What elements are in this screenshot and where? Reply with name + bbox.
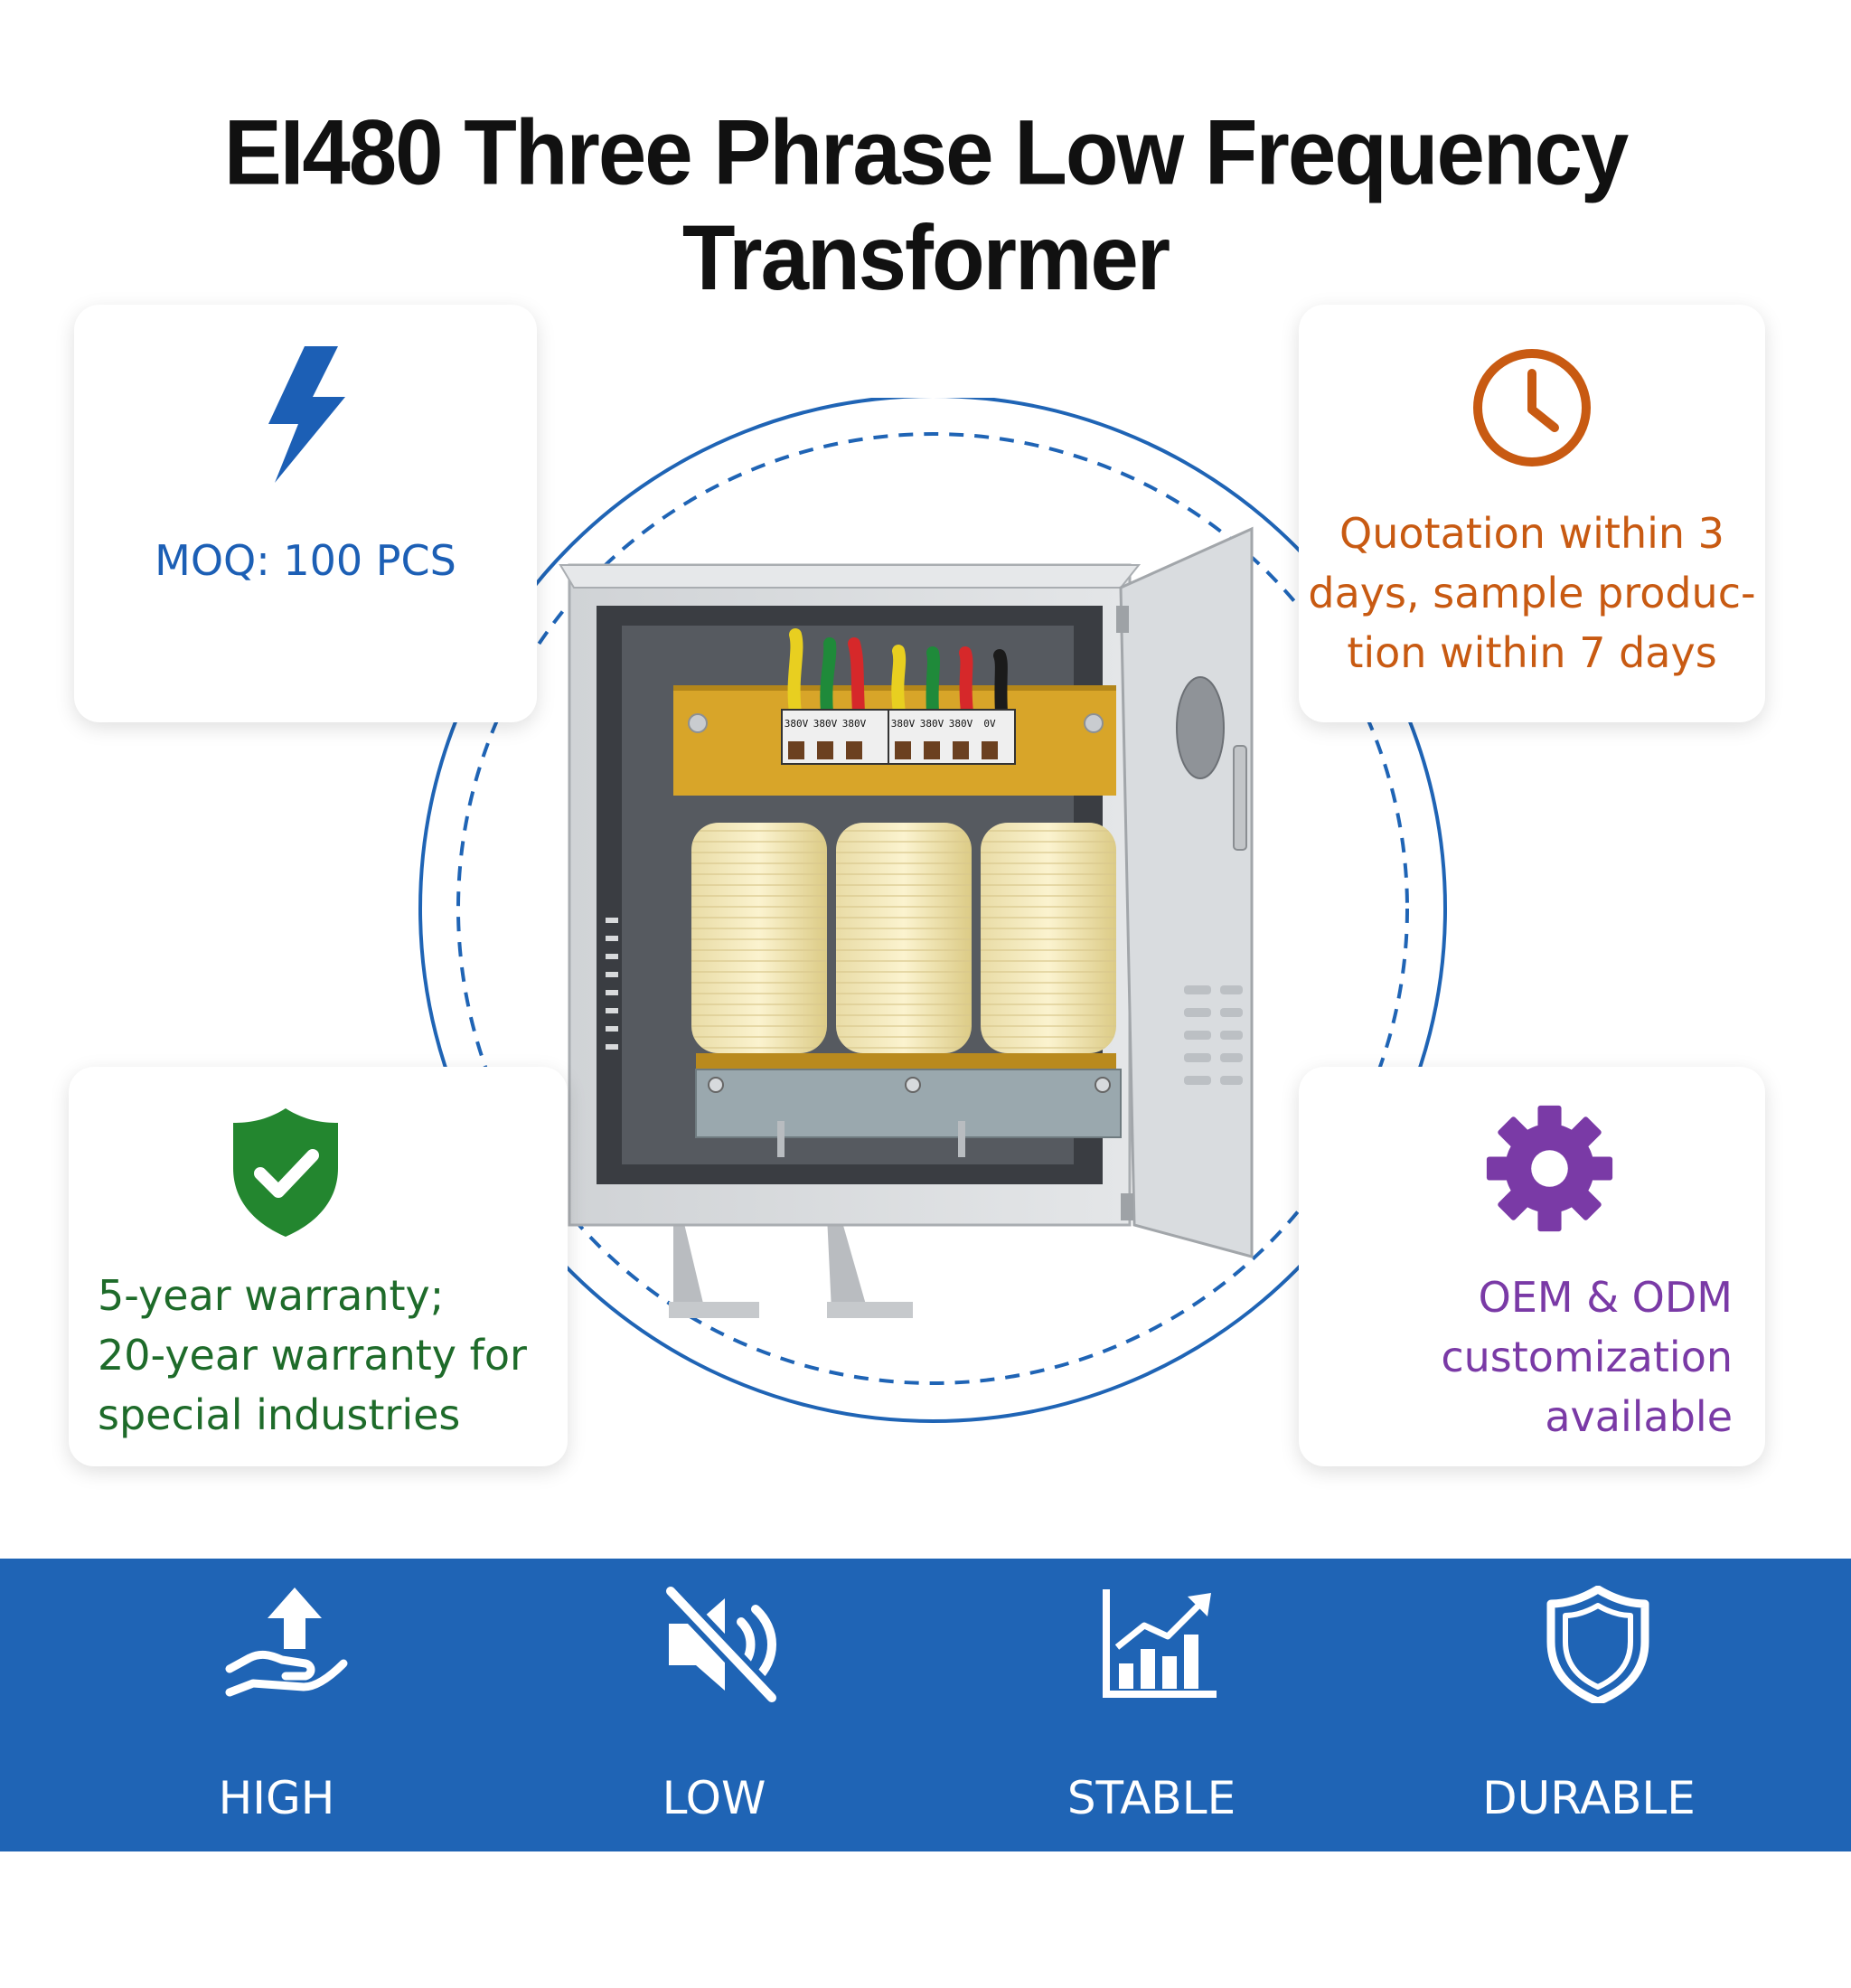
feature-durable-reliable: DURABLE RELIABLE	[1372, 1559, 1806, 1933]
transformer-image: 380V 380V 380V 380V 380V 380V 0V	[559, 526, 1254, 1318]
page-title: EI480 Three Phrase Low Frequency Transfo…	[223, 101, 1630, 310]
terminal-label: 380V	[891, 718, 916, 730]
mute-speaker-icon	[663, 1586, 779, 1703]
feature-label: DURABLE	[1482, 1772, 1696, 1824]
feature-banner: HIGH EFFICIENCY LOW NOISE STABLE	[0, 1559, 1851, 1933]
feature-label: STABLE	[1066, 1772, 1236, 1824]
feature-label: EFFICIENCY	[146, 1880, 407, 1933]
oem-line: customization	[1441, 1333, 1733, 1381]
product-circle	[418, 398, 1447, 1423]
feature-low-noise: LOW NOISE	[497, 1559, 931, 1933]
bar-chart-growth-icon	[1103, 1589, 1217, 1698]
terminal-label: 380V	[920, 718, 944, 730]
feature-stable-performance: STABLE PERFORMANCE	[935, 1559, 1368, 1933]
oem-line: available	[1545, 1392, 1733, 1441]
feature-label: RELIABLE	[1481, 1880, 1696, 1933]
feature-label: NOISE	[644, 1880, 785, 1933]
gear-icon	[1486, 1105, 1613, 1232]
oem-line: OEM & ODM	[1478, 1273, 1733, 1322]
terminal-label: 380V	[785, 718, 809, 730]
warranty-line: 20-year warranty for	[98, 1331, 527, 1380]
moq-text: MOQ: 100 PCS	[155, 536, 456, 585]
lead-time-line: tion within 7 days	[1347, 628, 1717, 677]
warranty-line: special industries	[98, 1390, 461, 1439]
lead-time-line: Quotation within 3	[1339, 509, 1724, 558]
card-warranty: 5-year warranty; 20-year warranty for sp…	[69, 1067, 568, 1466]
card-lead-time: Quotation within 3 days, sample produc- …	[1299, 305, 1765, 722]
warranty-line: 5-year warranty;	[98, 1271, 445, 1320]
hand-arrow-up-icon	[225, 1588, 348, 1697]
feature-label: HIGH	[218, 1772, 335, 1824]
lead-time-line: days, sample produc-	[1308, 569, 1756, 617]
card-moq: MOQ: 100 PCS	[74, 305, 537, 722]
card-oem: OEM & ODM customization available	[1299, 1067, 1765, 1466]
terminal-label: 0V	[983, 718, 996, 730]
lightning-icon	[268, 346, 345, 483]
terminal-label: 380V	[813, 718, 838, 730]
shield-icon	[1546, 1586, 1649, 1703]
feature-label: LOW	[662, 1772, 766, 1824]
shield-check-icon	[233, 1108, 338, 1237]
terminal-label: 380V	[949, 718, 973, 730]
feature-label: PERFORMANCE	[979, 1880, 1324, 1933]
terminal-label: 380V	[842, 718, 867, 730]
feature-high-efficiency: HIGH EFFICIENCY	[60, 1559, 493, 1933]
clock-icon	[1473, 349, 1591, 466]
